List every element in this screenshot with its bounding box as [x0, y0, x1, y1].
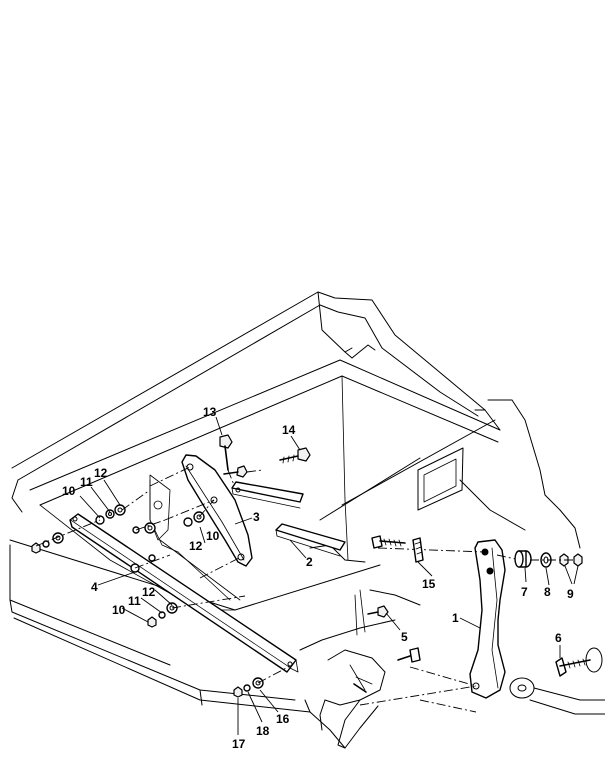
- bolt-14: [279, 447, 311, 464]
- bolt-6: [555, 647, 603, 677]
- rear-plate: [149, 474, 171, 541]
- small-plate-15: [412, 537, 424, 563]
- leader-lines: [79, 416, 579, 735]
- callout-3: 3: [253, 510, 260, 524]
- callout-11-upper: 11: [80, 475, 93, 489]
- callout-17: 17: [232, 737, 246, 751]
- angle-bar-4: [69, 513, 299, 673]
- bolt-upper: [223, 465, 263, 478]
- callout-4: 4: [91, 580, 98, 594]
- callout-9: 9: [567, 587, 574, 601]
- callout-labels: 1 2 3 4 5 6 7 8 9 10 10 10 11 11 12 12 1…: [62, 405, 574, 751]
- hopper-body: [9, 291, 581, 749]
- pulley-end: [509, 677, 605, 715]
- callout-13: 13: [203, 405, 217, 419]
- bolt-5: [367, 605, 389, 618]
- callout-11-lower: 11: [128, 594, 141, 608]
- callout-7: 7: [521, 585, 528, 599]
- hardware-left-upper: [31, 489, 151, 554]
- upper-strap: [231, 481, 304, 509]
- callout-12-upper: 12: [94, 466, 108, 480]
- callout-16: 16: [276, 712, 290, 726]
- callout-2: 2: [306, 555, 313, 569]
- callout-5: 5: [401, 630, 408, 644]
- callout-12-lower: 12: [142, 585, 156, 599]
- lever-arm-1: [359, 539, 521, 713]
- hardware-bottom-16-17-18: [233, 665, 291, 698]
- callout-10-upper: 10: [62, 484, 76, 498]
- callout-15: 15: [422, 577, 436, 591]
- hardware-lower-left: [147, 595, 246, 628]
- callout-6: 6: [555, 631, 562, 645]
- callout-12-middle: 12: [189, 539, 203, 553]
- callout-14: 14: [282, 423, 296, 437]
- mounting-bracket-3: [149, 454, 253, 579]
- callout-18: 18: [256, 724, 270, 738]
- callout-10-middle: 10: [206, 529, 220, 543]
- spacer-7-washer-8-nut-9: [514, 550, 583, 568]
- callout-10-lower: 10: [112, 603, 126, 617]
- foot-lever: [319, 649, 386, 749]
- pin-near-16: [397, 647, 421, 663]
- hardware-left-middle: [130, 519, 171, 573]
- callout-8: 8: [544, 585, 551, 599]
- bar-2: [275, 523, 346, 557]
- callout-1: 1: [452, 611, 459, 625]
- bolt-near-15: [371, 535, 406, 549]
- bolt-13: [219, 434, 235, 486]
- hardware-near-bracket: [183, 499, 215, 527]
